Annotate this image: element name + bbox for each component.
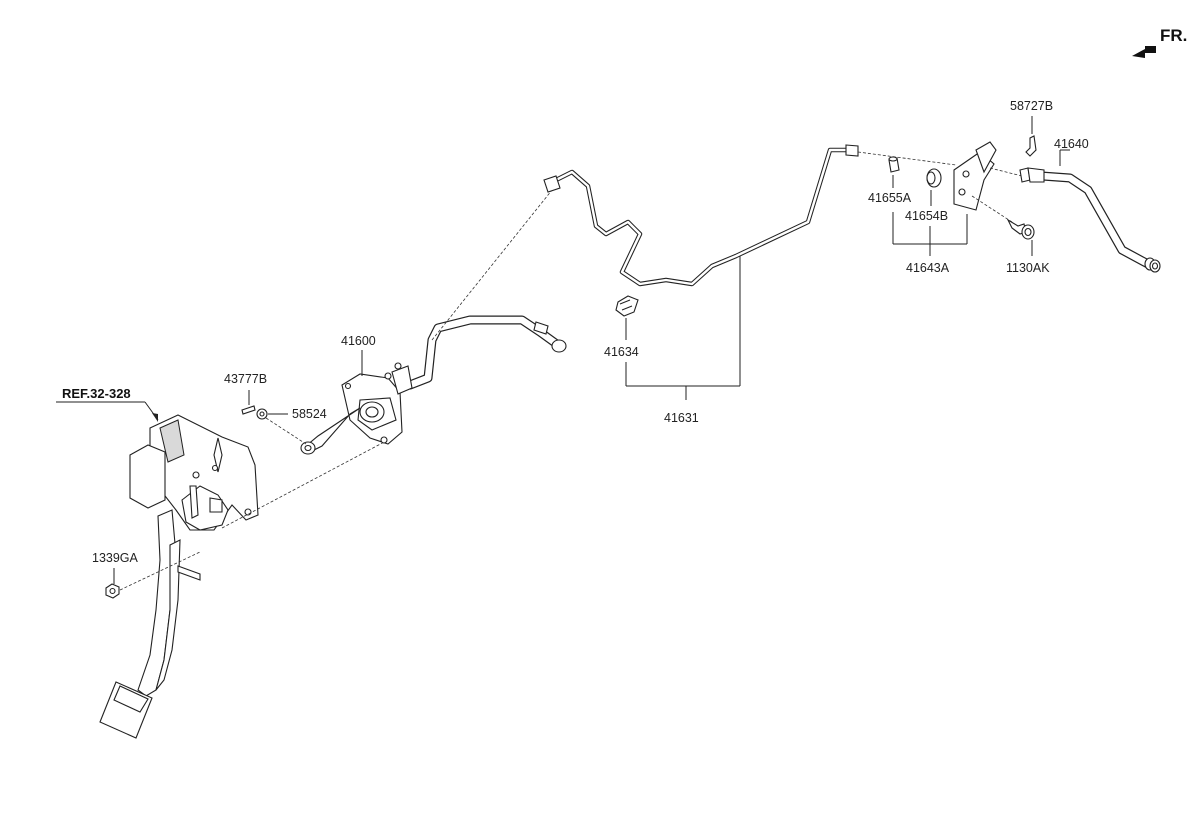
bracket-group-41643A: 41655A 41654B 41643A <box>868 141 997 275</box>
reference-callout: REF.32-328 <box>56 386 159 422</box>
label-41631: 41631 <box>664 411 699 425</box>
bolt-1130AK: 1130AK <box>971 195 1050 275</box>
clutch-master-cylinder-41600: 41600 <box>300 315 567 455</box>
label-41600: 41600 <box>341 334 376 348</box>
reference-label: REF.32-328 <box>62 386 131 401</box>
clip-58727B: 58727B <box>1010 99 1053 157</box>
label-41643A: 41643A <box>906 261 950 275</box>
front-direction-indicator: FR. <box>1132 26 1187 58</box>
label-41654B: 41654B <box>905 209 948 223</box>
label-43777B: 43777B <box>224 372 267 386</box>
clip-41634: 41634 <box>604 295 639 386</box>
pedal-bracket-assembly <box>129 414 259 531</box>
clutch-pedal <box>99 509 201 739</box>
label-58524: 58524 <box>292 407 327 421</box>
front-arrow-icon <box>1132 46 1156 58</box>
clip-58524: 58524 <box>256 407 327 445</box>
label-41655A: 41655A <box>868 191 912 205</box>
nut-1339GA: 1339GA <box>92 551 201 599</box>
clutch-hose-41640: 41640 <box>1019 137 1161 273</box>
label-41634: 41634 <box>604 345 639 359</box>
clutch-tube-41631: 41631 <box>543 144 859 425</box>
label-1339GA: 1339GA <box>92 551 139 565</box>
pin-43777B: 43777B <box>224 372 267 415</box>
front-label: FR. <box>1160 26 1187 45</box>
label-41640: 41640 <box>1054 137 1089 151</box>
label-1130AK: 1130AK <box>1006 261 1050 275</box>
label-58727B: 58727B <box>1010 99 1053 113</box>
